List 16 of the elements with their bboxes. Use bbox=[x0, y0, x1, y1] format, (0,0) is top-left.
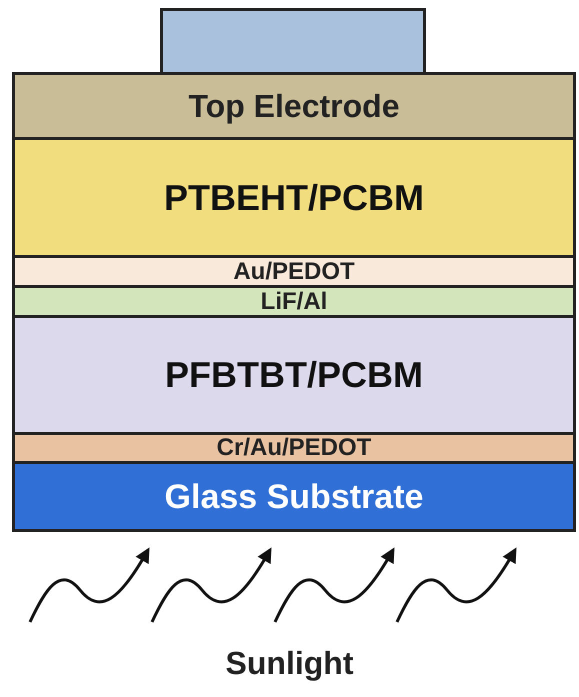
layer-band bbox=[12, 461, 576, 532]
layer-label: Glass Substrate bbox=[164, 480, 424, 514]
layer-band bbox=[12, 255, 576, 288]
layer-label: LiF/Al bbox=[260, 290, 328, 314]
layer-label: Top Electrode bbox=[188, 90, 400, 122]
layer-label: PTBEHT/PCBM bbox=[164, 180, 424, 216]
layer-label: Cr/Au/PEDOT bbox=[216, 436, 372, 460]
layer-band bbox=[12, 137, 576, 258]
layer-band bbox=[12, 315, 576, 435]
caption-label: Sunlight bbox=[226, 645, 354, 681]
contact-pad bbox=[160, 8, 426, 75]
layer-label: Au/PEDOT bbox=[233, 260, 355, 284]
layer-band bbox=[12, 285, 576, 318]
layer-band bbox=[12, 72, 576, 140]
layer-band bbox=[12, 432, 576, 464]
layer-label: PFBTBT/PCBM bbox=[165, 357, 423, 393]
